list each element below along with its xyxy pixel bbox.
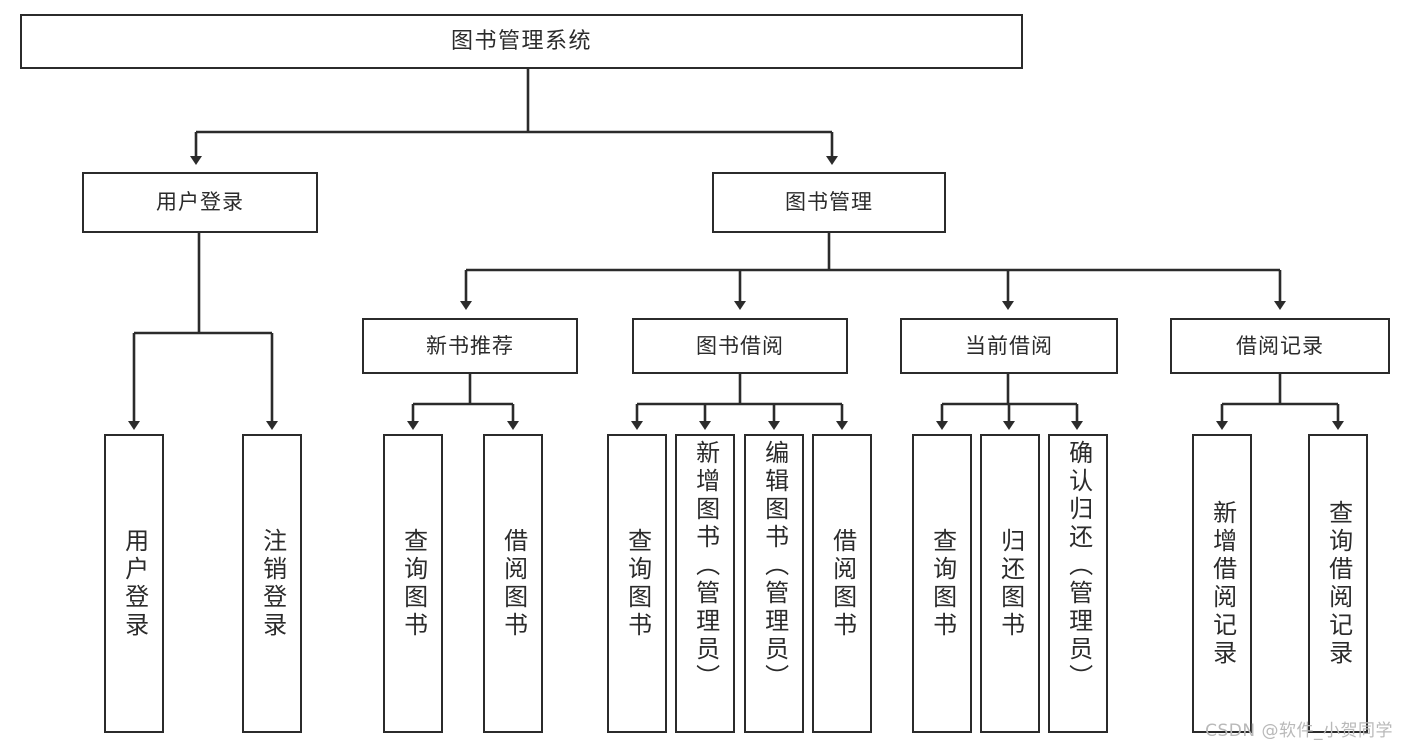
node-label: 新书推荐 (426, 333, 514, 358)
node-label: 借阅记录 (1236, 333, 1324, 358)
node-label: 确认归还（管理员） (1064, 440, 1093, 692)
node-label: 新增图书（管理员） (691, 440, 720, 692)
node-label: 图书管理系统 (450, 28, 592, 54)
node-borrow-record[interactable]: 借阅记录 (1170, 318, 1390, 374)
node-label: 归还图书 (996, 527, 1025, 640)
leaf-new-book-query-book[interactable]: 查询图书 (383, 434, 443, 733)
node-new-book-recommend[interactable]: 新书推荐 (362, 318, 578, 374)
leaf-user-login-logout[interactable]: 注销登录 (242, 434, 302, 733)
node-label: 查询图书 (399, 527, 428, 640)
node-book-borrow[interactable]: 图书借阅 (632, 318, 848, 374)
node-book-management[interactable]: 图书管理 (712, 172, 946, 233)
node-label: 图书管理 (785, 190, 873, 215)
leaf-current-borrow-confirm-return-admin[interactable]: 确认归还（管理员） (1048, 434, 1108, 733)
node-label: 注销登录 (258, 527, 287, 640)
node-label: 新增借阅记录 (1208, 499, 1237, 668)
leaf-book-borrow-edit-book-admin[interactable]: 编辑图书（管理员） (744, 434, 804, 733)
leaf-current-borrow-return-book[interactable]: 归还图书 (980, 434, 1040, 733)
leaf-borrow-record-query-record[interactable]: 查询借阅记录 (1308, 434, 1368, 733)
node-user-login[interactable]: 用户登录 (82, 172, 318, 233)
node-label: 当前借阅 (965, 333, 1053, 358)
leaf-book-borrow-add-book-admin[interactable]: 新增图书（管理员） (675, 434, 735, 733)
node-root-book-management-system[interactable]: 图书管理系统 (20, 14, 1023, 69)
node-label: 借阅图书 (828, 527, 857, 640)
leaf-book-borrow-query-book[interactable]: 查询图书 (607, 434, 667, 733)
leaf-borrow-record-add-record[interactable]: 新增借阅记录 (1192, 434, 1252, 733)
node-label: 用户登录 (120, 527, 149, 640)
node-label: 借阅图书 (499, 527, 528, 640)
node-current-borrow[interactable]: 当前借阅 (900, 318, 1118, 374)
node-label: 查询图书 (928, 527, 957, 640)
leaf-new-book-borrow-book[interactable]: 借阅图书 (483, 434, 543, 733)
leaf-book-borrow-borrow-book[interactable]: 借阅图书 (812, 434, 872, 733)
leaf-user-login-login[interactable]: 用户登录 (104, 434, 164, 733)
node-label: 查询借阅记录 (1324, 499, 1353, 668)
node-label: 查询图书 (623, 527, 652, 640)
node-label: 编辑图书（管理员） (760, 440, 789, 692)
node-label: 用户登录 (156, 190, 244, 215)
leaf-current-borrow-query-book[interactable]: 查询图书 (912, 434, 972, 733)
watermark-text: CSDN @软件_小贺同学 (1205, 721, 1393, 741)
node-label: 图书借阅 (696, 333, 784, 358)
